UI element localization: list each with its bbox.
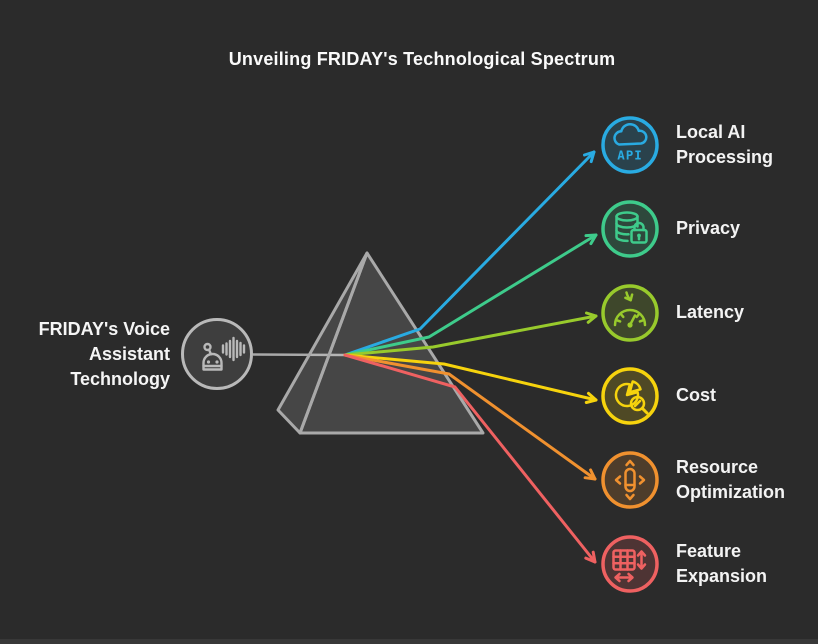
source-label-line: Technology	[70, 369, 170, 389]
output-label-line: Optimization	[676, 482, 785, 502]
output-label-line: Resource	[676, 457, 759, 477]
ray-arrowhead	[584, 391, 598, 404]
output-label-line: Cost	[676, 385, 716, 405]
api-icon-text: API	[617, 148, 643, 163]
database-lock-icon	[600, 199, 660, 259]
light-ray-5	[343, 353, 597, 564]
pie-chart-magnifier-icon	[600, 366, 660, 426]
output-label-line: Local AI	[676, 122, 746, 142]
output-label: Privacy	[676, 216, 740, 241]
output-label: Local AI Processing	[676, 120, 773, 170]
ray-arrowhead	[584, 233, 598, 246]
ray-arrowhead	[583, 468, 597, 481]
light-ray-2	[343, 311, 598, 357]
light-ray-4	[343, 353, 597, 481]
output-label: Resource Optimization	[676, 455, 785, 505]
output-label-line: Expansion	[676, 566, 768, 586]
output-label-line: Feature	[676, 541, 742, 561]
bottom-strip	[0, 639, 818, 644]
light-ray-1	[343, 233, 598, 357]
source-label-line: FRIDAY's Voice	[38, 319, 170, 339]
prism-front-face	[298, 251, 485, 435]
light-ray-3	[343, 353, 598, 404]
output-label-line: Privacy	[676, 218, 741, 238]
output-label: Cost	[676, 383, 716, 408]
source-label-line: Assistant	[88, 344, 170, 364]
output-label: Latency	[676, 300, 744, 325]
ray-arrowhead	[584, 550, 597, 564]
page-title: Unveiling FRIDAY's Technological Spectru…	[228, 49, 616, 69]
ray-arrowhead	[583, 150, 596, 164]
light-ray-0	[343, 150, 596, 357]
output-label-line: Latency	[676, 302, 745, 322]
table-expand-icon	[600, 534, 660, 594]
output-label-line: Processing	[676, 147, 774, 167]
ray-arrowhead	[585, 311, 598, 324]
robot-voice-wave-icon	[179, 316, 255, 392]
gauge-down-arrow-icon	[600, 283, 660, 343]
output-label: Feature Expansion	[676, 539, 767, 589]
cloud-api-icon: API	[600, 115, 660, 175]
spectrum-rays	[343, 150, 598, 564]
source-label: FRIDAY's Voice Assistant Technology	[18, 317, 170, 392]
move-adjust-icon	[600, 450, 660, 510]
